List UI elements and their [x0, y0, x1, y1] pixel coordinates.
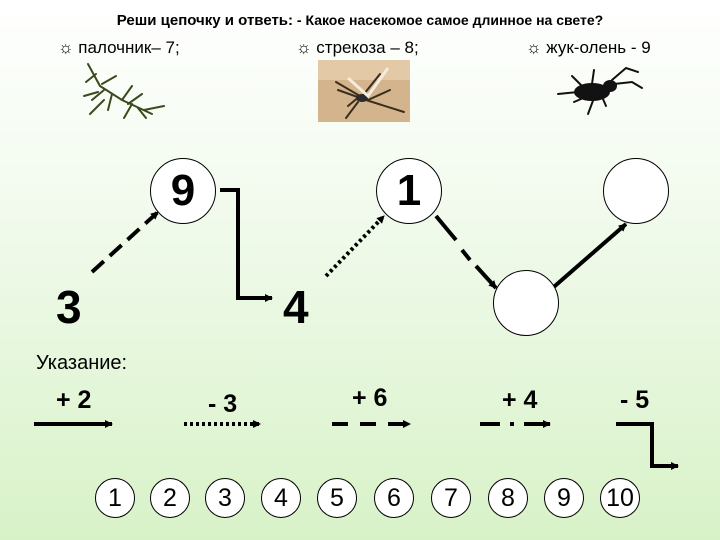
legend-op-plus6: + 6	[352, 384, 388, 412]
stag-beetle-image	[557, 66, 643, 115]
legend-op-plus2: + 2	[56, 386, 92, 414]
title-prefix: Реши цепочку и ответь:	[116, 12, 294, 29]
answer-option[interactable]: 6	[374, 478, 414, 518]
legend-op-plus4: + 4	[502, 386, 538, 414]
answer-option[interactable]: 7	[431, 478, 471, 518]
legend-op-minus3: - 3	[208, 390, 238, 418]
title-question: - Какое насекомое самое длинное на свете…	[293, 12, 604, 28]
arrow-plus4-a	[434, 214, 496, 288]
dragonfly-image	[318, 60, 410, 122]
option-stag-beetle: ☼ жук-олень - 9	[526, 38, 651, 57]
chain-circle-2: 4	[283, 281, 309, 333]
option-dragonfly: ☼ стрекоза – 8;	[296, 38, 419, 57]
answer-option[interactable]: 1	[95, 478, 135, 518]
arrow-plus2-a	[90, 210, 160, 274]
task-title: Реши цепочку и ответь: - Какое насекомое…	[0, 12, 720, 29]
legend-op-minus5: - 5	[620, 386, 650, 414]
option-stick-insect: ☼ палочник– 7;	[58, 38, 180, 57]
legend-arrow-minus5	[616, 422, 679, 470]
chain-circle-3[interactable]: 1	[376, 158, 442, 224]
chain-start-number: 3	[56, 281, 82, 333]
arrow-minus5-a	[220, 188, 273, 302]
answer-option[interactable]: 10	[600, 478, 640, 518]
legend-heading: Указание:	[36, 352, 128, 374]
arrow-plus2-b	[546, 222, 628, 294]
stick-insect-image	[83, 63, 165, 119]
answer-option[interactable]: 2	[150, 478, 190, 518]
chain-circle-5[interactable]	[603, 158, 669, 224]
chain-circle-1[interactable]: 9	[150, 158, 216, 224]
answer-option[interactable]: 9	[544, 478, 584, 518]
chain-circle-4[interactable]	[493, 270, 559, 336]
answer-option[interactable]: 4	[261, 478, 301, 518]
arrow-minus3-a	[324, 214, 386, 278]
answer-option[interactable]: 8	[488, 478, 528, 518]
answer-option[interactable]: 5	[317, 478, 357, 518]
answer-option[interactable]: 3	[205, 478, 245, 518]
